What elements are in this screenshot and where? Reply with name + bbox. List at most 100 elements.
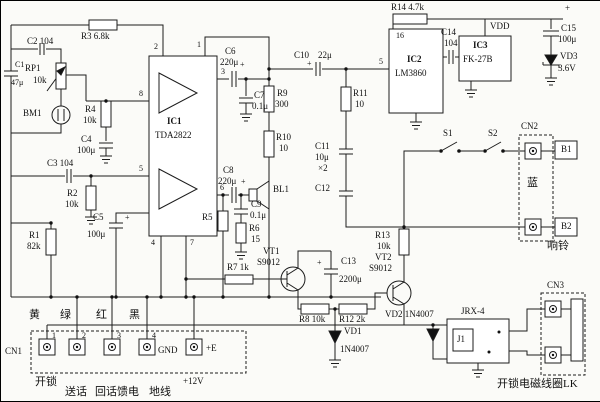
resistor-r7 (224, 274, 254, 285)
label-c6-name: C6 (225, 46, 236, 56)
label-unlock-coil: 开锁电磁线圈LK (497, 378, 578, 390)
label-c11-value: 10μ (315, 152, 329, 162)
cn1-terminal-3: 3 (117, 331, 121, 340)
speaker-bl1-cone (256, 180, 270, 210)
label-r11-name: R11 (353, 88, 368, 98)
label-b2: B2 (561, 221, 572, 231)
label-ic3-part: FK-27B (463, 54, 493, 64)
label-c12: C12 (315, 183, 331, 193)
cn1-terminal-1: 1 (52, 331, 56, 340)
label-r13-name: R13 (375, 230, 391, 240)
label-c14-name: C14 (441, 27, 457, 37)
label-vt2-name: VT2 (375, 252, 392, 262)
pin-ic1-6: 6 (220, 183, 224, 192)
polarity-plus-c6: + (240, 60, 245, 69)
relay-jrx4-body (446, 318, 510, 364)
label-jrx4: JRX-4 (461, 306, 485, 316)
label-c10-value: 22μ (318, 50, 332, 60)
label-r9-name: R9 (277, 88, 288, 98)
terminals (38, 142, 562, 364)
label-vt1-part: S9012 (257, 257, 281, 267)
label-c9-name: C9 (251, 199, 262, 209)
label-c8-name: C8 (223, 165, 234, 175)
cn2-outline (518, 134, 554, 242)
opamp1-triangle (158, 72, 199, 114)
label-r4-value: 10k (83, 115, 97, 125)
label-bm1: BM1 (23, 108, 42, 118)
label-gnd: GND (158, 345, 178, 355)
label-ic2-part: LM3860 (395, 68, 427, 78)
wire-color-green: 绿 (60, 309, 71, 321)
label-vd3-name: VD3 (560, 51, 578, 61)
wire-color-yellow: 黄 (29, 309, 40, 321)
resistor-r5 (217, 210, 229, 232)
cn1-terminal-2: 2 (82, 331, 86, 340)
pin-ic1-5: 5 (139, 164, 143, 173)
resistor-r1 (45, 228, 57, 256)
resistor-r9 (263, 85, 275, 113)
label-c8-value: 220μ (218, 176, 237, 186)
function-unlock: 开锁 (35, 376, 57, 388)
label-cn2: CN2 (521, 121, 539, 131)
label-r4-name: R4 (85, 104, 96, 114)
pin-ic1-1: 1 (197, 40, 201, 49)
label-r6-name: R6 (249, 223, 260, 233)
label-ic1-part: TDA2822 (155, 130, 192, 140)
ic2-body (388, 28, 444, 114)
resistor-r14 (392, 13, 428, 25)
label-c5-value: 100μ (87, 229, 106, 239)
label-r2-value: 10k (65, 199, 79, 209)
resistor-r3 (88, 19, 118, 31)
label-j1: J1 (457, 334, 466, 344)
label-r14: R14 4.7k (391, 2, 425, 12)
function-12v: +12V (183, 376, 204, 386)
opamp2-triangle (158, 168, 199, 210)
resistor-r10 (263, 130, 275, 158)
label-c5-name: C5 (93, 212, 104, 222)
label-r1-value: 82k (27, 241, 41, 251)
cn1-terminal-4: 4 (152, 331, 156, 340)
ic3-body (458, 35, 512, 82)
label-b1: B1 (561, 144, 572, 154)
resistor-r12 (338, 303, 368, 315)
label-vd3-value: 3.6V (558, 63, 576, 73)
label-c4-name: C4 (81, 134, 92, 144)
potentiometer-rp1 (55, 62, 67, 90)
resistor-r11 (340, 86, 352, 112)
label-rp1-value: 10k (33, 75, 47, 85)
label-vt2-part: S9012 (369, 263, 393, 273)
microphone-bm1 (51, 105, 71, 125)
label-r8: R8 10k (299, 314, 326, 324)
polarity-plus-c13: + (317, 258, 322, 267)
label-c6-value: 220μ (220, 57, 239, 67)
resistor-r2 (85, 185, 97, 211)
pin-ic1-4: 4 (151, 238, 155, 247)
wire-color-red: 红 (96, 309, 107, 321)
polarity-plus-c10: + (307, 59, 312, 68)
cn3-outline (540, 292, 586, 376)
pin-ic2-5: 5 (379, 57, 383, 66)
label-c10-name: C10 (294, 50, 310, 60)
label-ring-bell: 响铃 (547, 240, 569, 252)
diode-vd1 (328, 330, 342, 345)
supply-plus: + (565, 3, 571, 13)
label-c13-value: 2200μ (339, 274, 362, 284)
active-devices (51, 54, 558, 345)
bell-b1 (554, 140, 578, 160)
junction-dots (49, 67, 505, 354)
label-r11-value: 10 (355, 99, 364, 109)
label-r10-name: R10 (276, 132, 292, 142)
label-r1-name: R1 (29, 230, 40, 240)
label-cn3: CN3 (547, 280, 565, 290)
resistor-r13 (398, 228, 410, 256)
component-boxes (45, 13, 584, 364)
label-rp1-name: RP1 (25, 63, 41, 73)
label-c11-note: ×2 (318, 163, 328, 173)
pin-ic1-3: 3 (221, 67, 225, 76)
label-cn1: CN1 (5, 346, 23, 356)
resistor-r4 (100, 100, 112, 128)
pin-ic1-7: 7 (190, 238, 194, 247)
cn1-outline (30, 330, 247, 374)
